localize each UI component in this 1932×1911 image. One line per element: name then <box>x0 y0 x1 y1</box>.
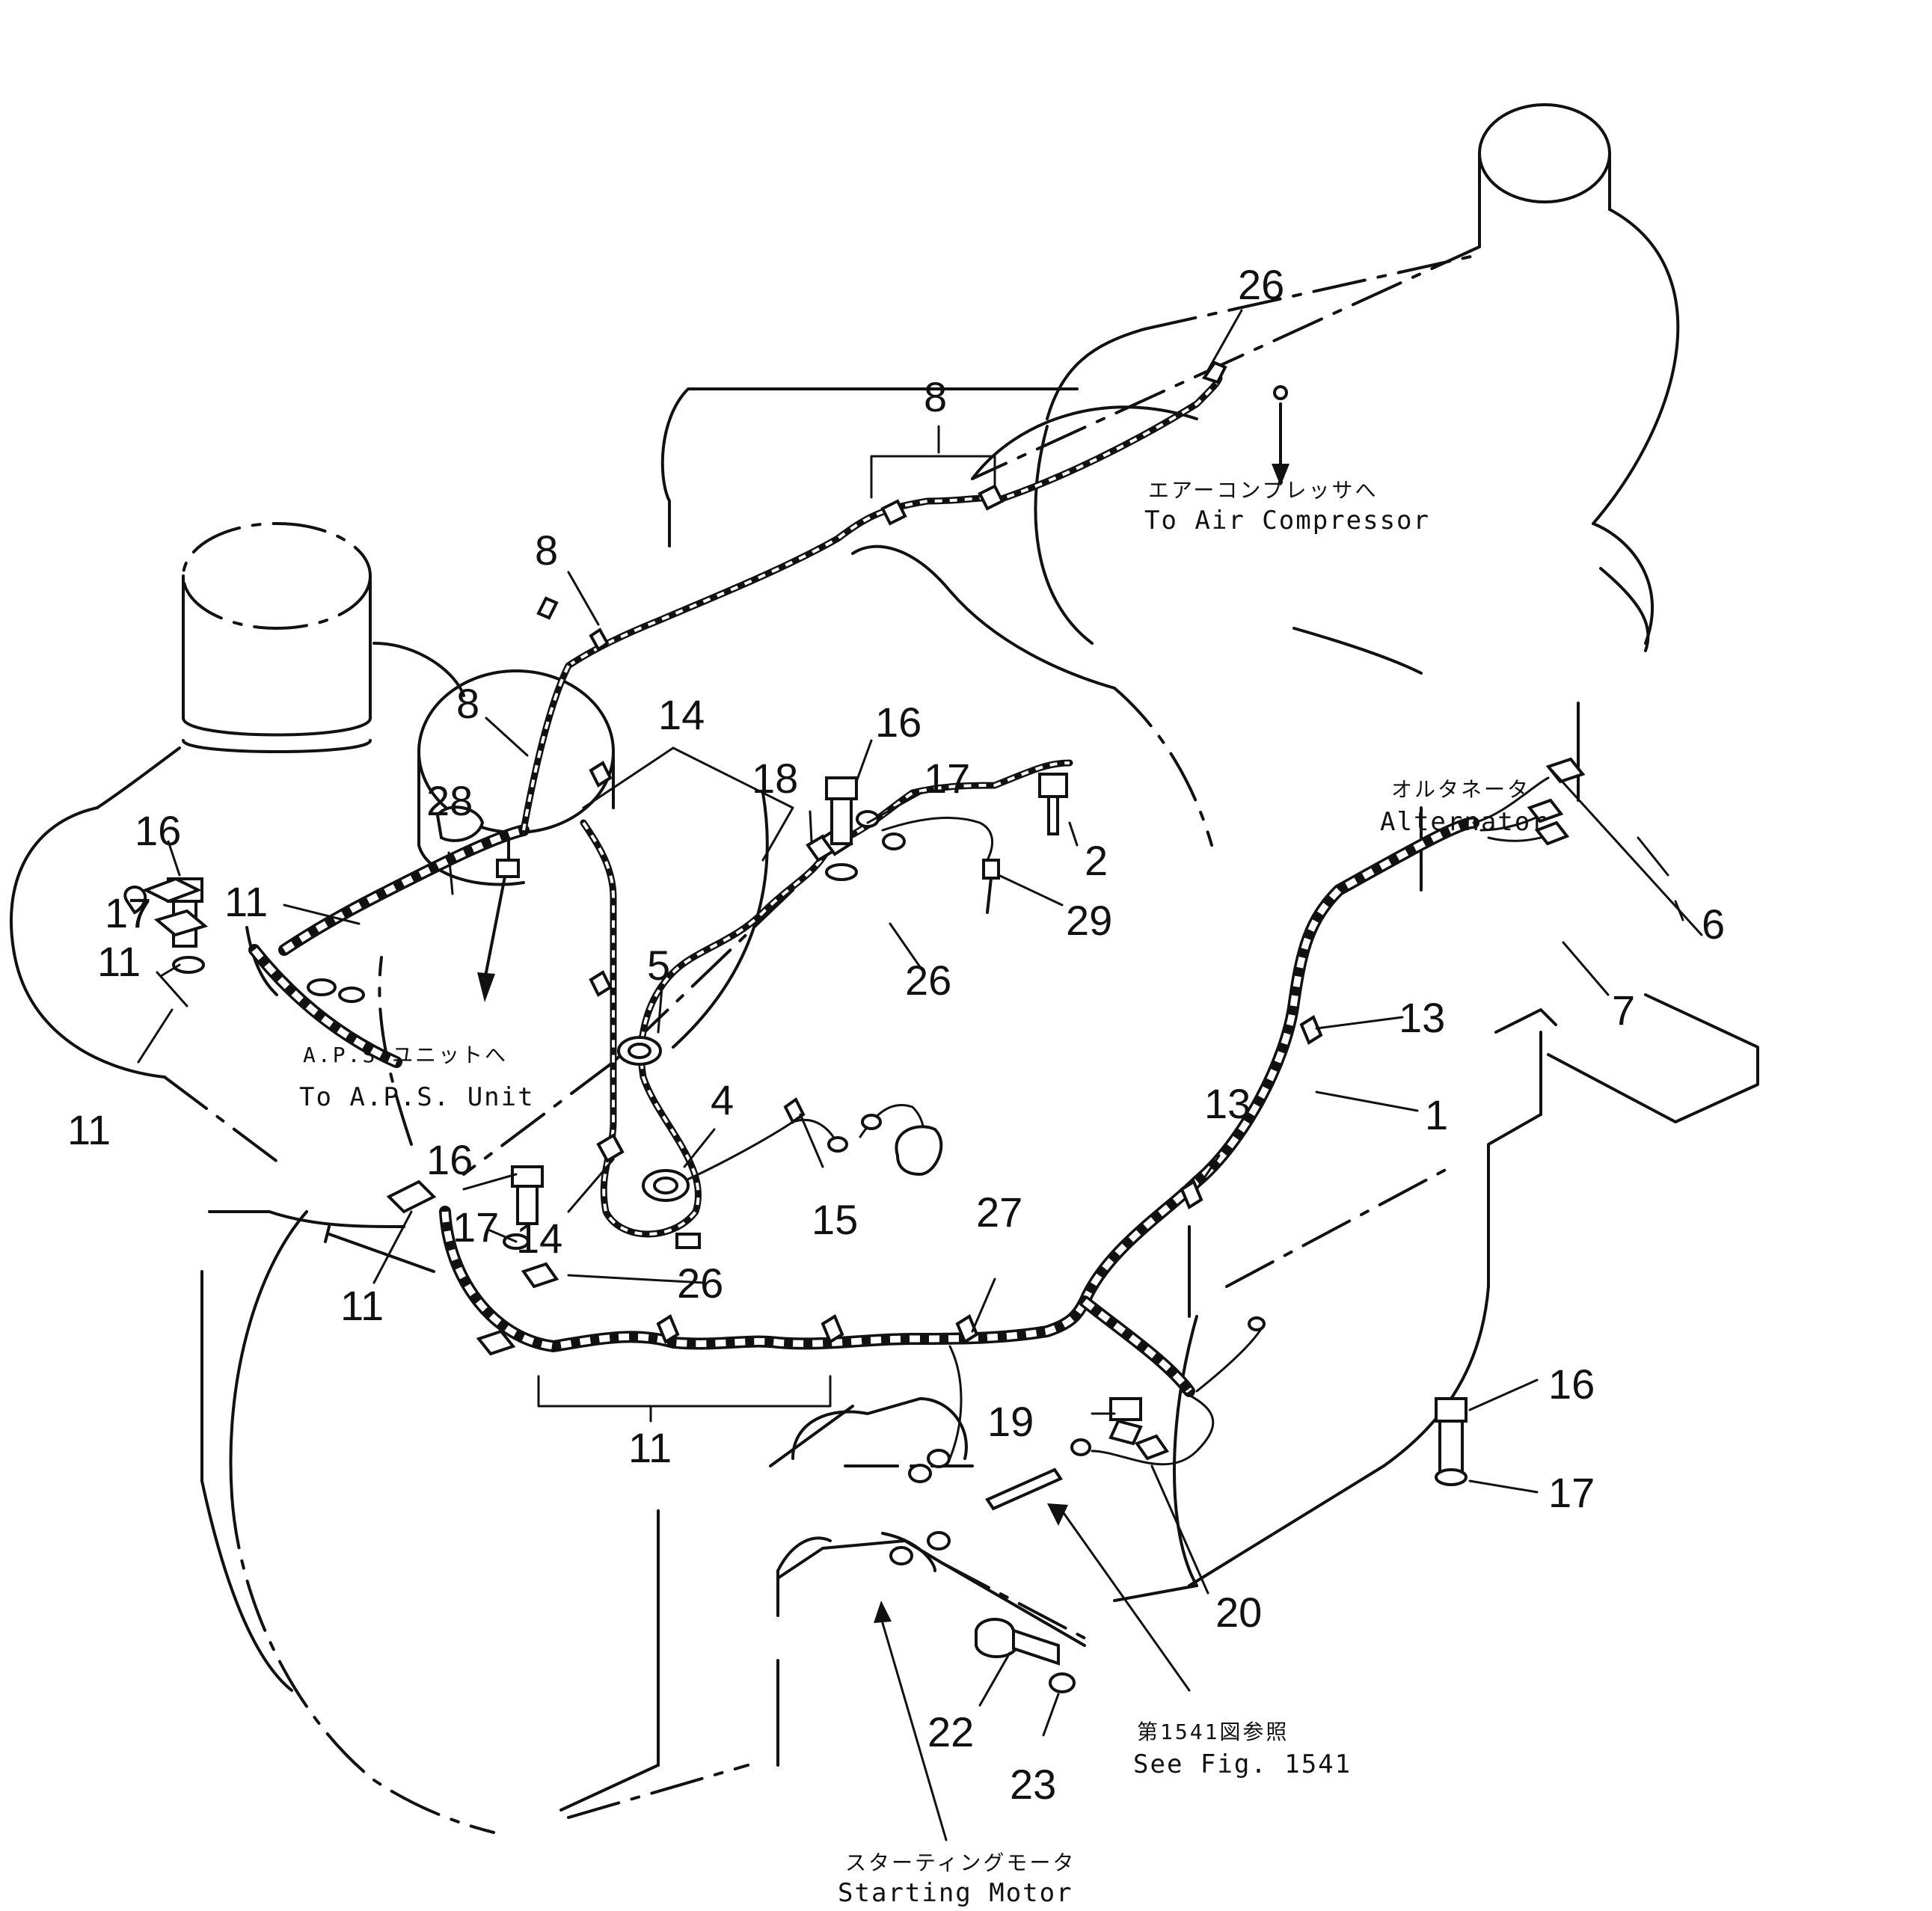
see-fig-note-en: See Fig. 1541 <box>1133 1749 1352 1779</box>
callout-5: 5 <box>647 942 670 989</box>
callout-16-right: 16 <box>1548 1361 1595 1408</box>
callout-17-left: 17 <box>105 889 151 936</box>
callout-6: 6 <box>1702 901 1725 948</box>
callout-14-lower: 14 <box>516 1215 562 1262</box>
callout-11-c: 11 <box>67 1106 111 1153</box>
leader-lines <box>137 309 1703 1841</box>
aps-note-en: To A.P.S. Unit <box>299 1082 535 1112</box>
callout-17-right: 17 <box>1548 1469 1595 1516</box>
callout-16-mid: 16 <box>426 1136 473 1183</box>
callout-29: 29 <box>1066 897 1112 944</box>
callout-19: 19 <box>987 1398 1034 1445</box>
annotations: エアーコンプレッサへ To Air Compressor オルタネータ Alte… <box>299 478 1548 1908</box>
alternator-note-jp: オルタネータ <box>1391 777 1530 802</box>
callout-7: 7 <box>1612 987 1635 1034</box>
callout-17-upper: 17 <box>924 755 970 802</box>
callout-11-a: 11 <box>224 878 268 925</box>
callout-8-top: 8 <box>924 373 947 420</box>
see-fig-note-jp: 第1541図参照 <box>1137 1720 1289 1744</box>
callout-20: 20 <box>1215 1589 1262 1636</box>
callout-2: 2 <box>1085 837 1108 884</box>
callout-26-lower: 26 <box>677 1260 723 1307</box>
callout-1: 1 <box>1425 1091 1448 1138</box>
callout-16-left: 16 <box>135 807 181 854</box>
callout-14-top: 14 <box>658 691 705 738</box>
callout-11-b: 11 <box>97 938 141 985</box>
callout-4: 4 <box>711 1076 734 1123</box>
callout-8-left: 8 <box>456 680 479 727</box>
callout-13-right: 13 <box>1399 994 1445 1041</box>
starting-motor-note-jp: スターティングモータ <box>845 1850 1076 1875</box>
callout-22: 22 <box>927 1708 974 1755</box>
engine-outline <box>9 103 1759 1834</box>
starting-motor-note-en: Starting Motor <box>838 1878 1073 1908</box>
callout-15: 15 <box>812 1196 858 1243</box>
callout-23: 23 <box>1010 1761 1056 1808</box>
callout-numbers: 26 8 8 8 14 16 17 18 2 29 26 28 16 17 11… <box>67 261 1725 1808</box>
callout-26-mid: 26 <box>905 957 951 1004</box>
callout-16-upper: 16 <box>875 699 921 746</box>
callout-11-d: 11 <box>340 1282 384 1329</box>
air-compressor-note-en: To Air Compressor <box>1144 506 1430 536</box>
callout-27: 27 <box>976 1188 1022 1236</box>
aps-note-jp: A.P.S.ユニットへ <box>303 1043 508 1067</box>
main-harness <box>248 374 1557 1466</box>
callout-13-mid: 13 <box>1204 1080 1251 1127</box>
callout-17-mid: 17 <box>453 1203 499 1251</box>
callout-11-e: 11 <box>628 1424 672 1471</box>
air-compressor-note-jp: エアーコンプレッサへ <box>1148 478 1378 503</box>
callout-18: 18 <box>752 755 798 802</box>
callout-8-mid: 8 <box>535 527 558 574</box>
callout-26-top: 26 <box>1238 261 1284 308</box>
callout-28: 28 <box>426 777 473 824</box>
alternator-note-en: Alternator <box>1380 807 1548 837</box>
parts <box>123 361 1586 1693</box>
